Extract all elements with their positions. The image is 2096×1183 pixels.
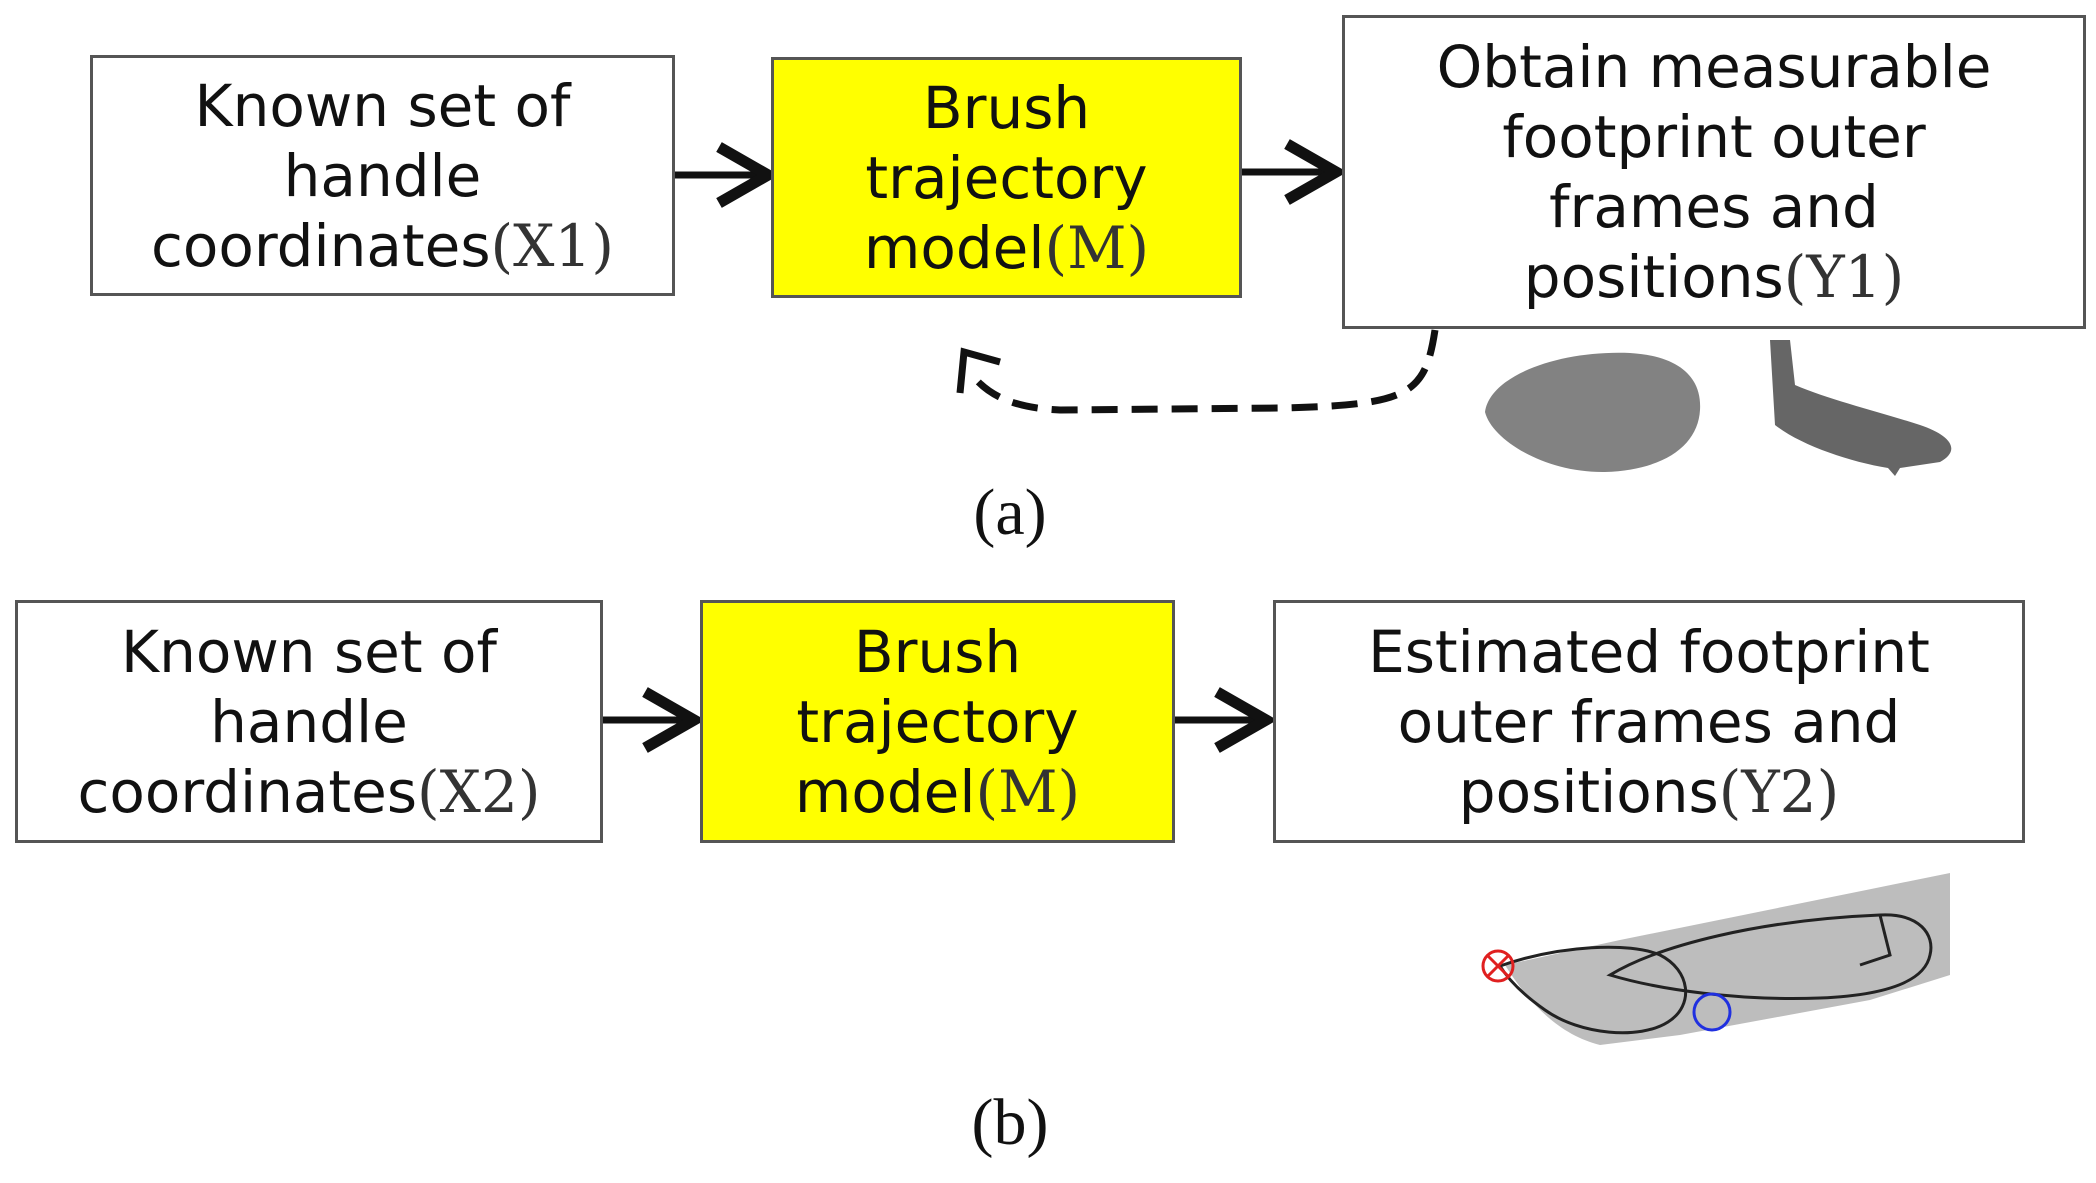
input-box-b-var: (X2) — [417, 757, 541, 826]
input-box-a-line3: coordinates — [150, 211, 491, 280]
output-box-b: Estimated footprint outer frames and pos… — [1273, 600, 2025, 843]
red-marker-icon — [1481, 949, 1515, 983]
input-box-a-var: (X1) — [490, 211, 614, 280]
output-box-a-var: (Y1) — [1783, 243, 1905, 311]
output-box-a: Obtain measurable footprint outer frames… — [1342, 15, 2086, 329]
model-box-b-var: (M) — [975, 757, 1081, 826]
measured-footprint-image — [1485, 340, 1952, 476]
output-box-a-line4: positions — [1523, 243, 1784, 311]
output-box-b-line2: outer frames and — [1397, 687, 1901, 756]
input-box-a-line1: Known set of — [194, 71, 571, 140]
output-box-b-line1: Estimated footprint — [1368, 617, 1930, 686]
model-box-a-line2: trajectory — [865, 143, 1148, 212]
output-box-b-line3: positions — [1458, 757, 1719, 826]
blue-marker-icon — [1692, 992, 1732, 1032]
model-box-a-line1: Brush — [922, 73, 1091, 142]
model-box-a-line3: model — [863, 213, 1045, 282]
model-box-b-line3: model — [794, 757, 976, 826]
input-box-b-line3: coordinates — [77, 757, 418, 826]
output-box-a-line1: Obtain measurable — [1436, 33, 1992, 101]
output-box-b-var: (Y2) — [1718, 757, 1840, 826]
input-box-a-line2: handle — [283, 141, 482, 210]
model-box-a-var: (M) — [1044, 213, 1150, 282]
model-box-b-line2: trajectory — [796, 687, 1079, 756]
input-box-b-line2: handle — [210, 687, 408, 756]
output-box-a-line2: footprint outer — [1502, 103, 1926, 171]
dashed-feedback-arrow — [967, 329, 1439, 414]
input-box-b: Known set of handle coordinates(X2) — [15, 600, 603, 843]
estimated-footprint-image — [1481, 873, 1950, 1045]
input-box-b-line1: Known set of — [121, 617, 497, 686]
model-box-b-line1: Brush — [853, 617, 1022, 686]
caption-b: (b) — [971, 1086, 1049, 1159]
model-box-a: Brush trajectory model(M) — [771, 57, 1242, 298]
dashed-feedback-arrowhead — [956, 347, 1001, 394]
output-box-a-line3: frames and — [1549, 173, 1879, 241]
input-box-a: Known set of handle coordinates(X1) — [90, 55, 675, 296]
model-box-b: Brush trajectory model(M) — [700, 600, 1175, 843]
caption-a: (a) — [973, 476, 1047, 549]
